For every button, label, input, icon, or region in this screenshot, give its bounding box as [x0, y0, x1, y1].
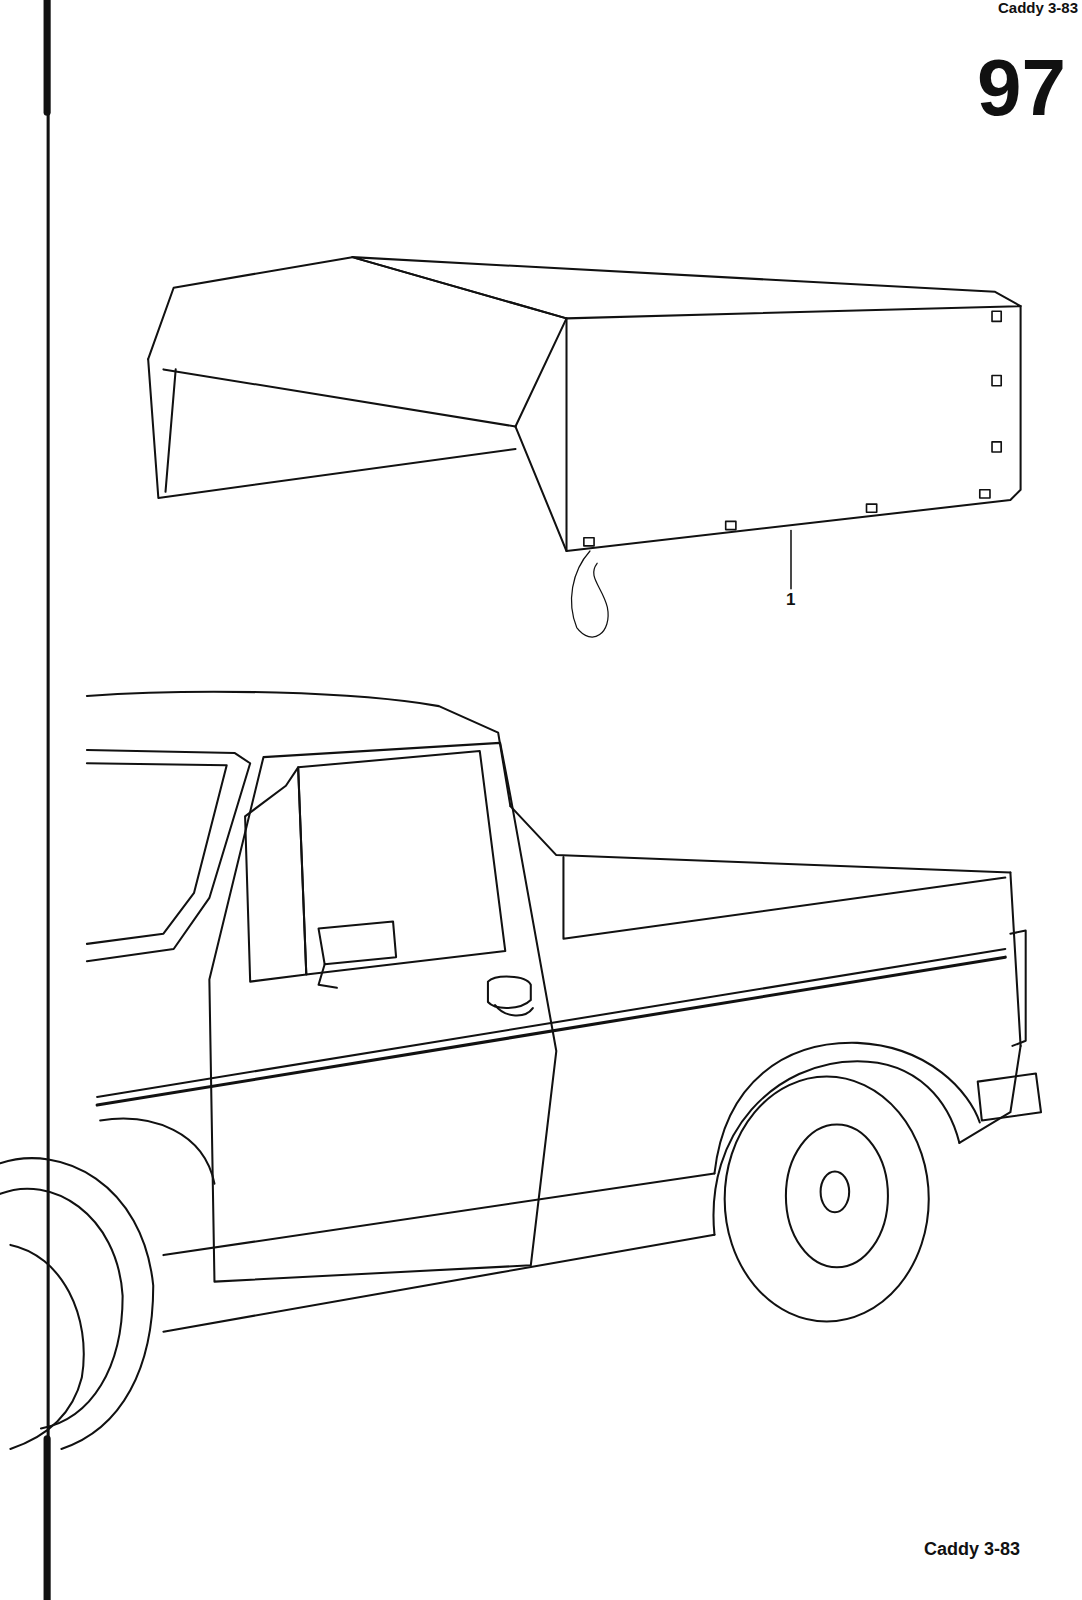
- page-number: 97: [977, 48, 1066, 128]
- page-header: Caddy 3-83: [998, 0, 1078, 15]
- callout-number: 1: [786, 591, 795, 608]
- page-footer: Caddy 3-83: [924, 1540, 1020, 1558]
